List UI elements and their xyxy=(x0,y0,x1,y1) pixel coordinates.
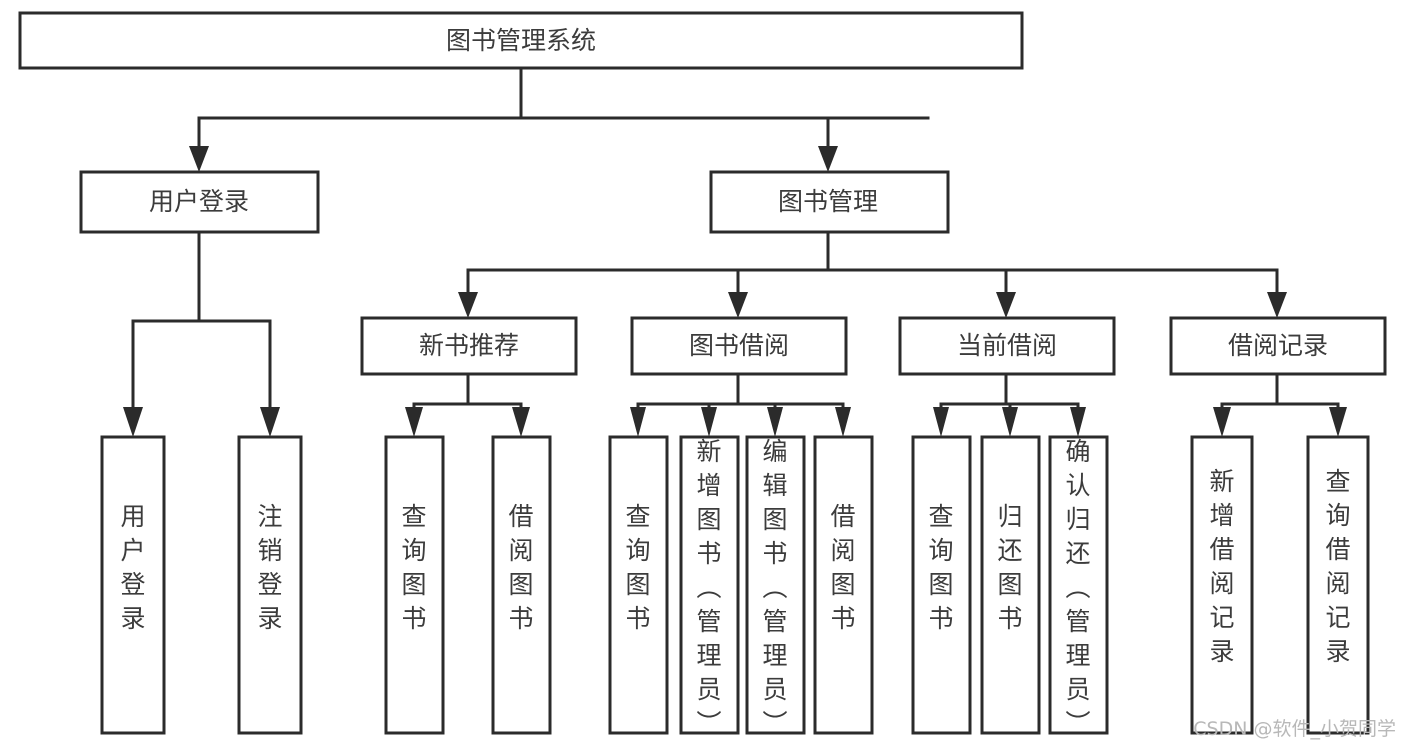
leaf-borrow-book-2-label: 借阅图书 xyxy=(830,502,855,633)
node-current-borrow-box[interactable] xyxy=(898,316,1116,376)
node-book-management[interactable]: 图书管理 xyxy=(709,170,950,234)
leaf-borrow-book-2[interactable]: 借阅图书 xyxy=(813,435,874,735)
node-current-borrow[interactable]: 当前借阅 xyxy=(898,316,1116,376)
leaf-query-record-label: 查询借阅记录 xyxy=(1325,467,1350,666)
node-new-book-recommend[interactable]: 新书推荐 xyxy=(360,316,578,376)
leaf-user-login-box[interactable] xyxy=(100,435,166,735)
node-user-login[interactable]: 用户登录 xyxy=(79,170,320,234)
arrowhead-icon-book-management xyxy=(818,146,838,172)
leaf-query-book-1-box[interactable] xyxy=(384,435,445,735)
node-book-borrow[interactable]: 图书借阅 xyxy=(630,316,848,376)
node-current-borrow-label: 当前借阅 xyxy=(957,331,1057,360)
arrowhead-icon-leaf-add-record xyxy=(1213,407,1231,437)
leaf-query-book-2-label: 查询图书 xyxy=(625,502,650,633)
leaf-query-record-box[interactable] xyxy=(1306,435,1370,735)
leaf-borrow-book-1-label: 借阅图书 xyxy=(508,502,533,633)
node-borrow-record-label: 借阅记录 xyxy=(1228,331,1328,360)
arrowhead-icon-current-borrow xyxy=(996,292,1016,318)
leaf-add-book-label: 新增图书︵管理员︶ xyxy=(696,437,721,738)
node-borrow-record[interactable]: 借阅记录 xyxy=(1169,316,1387,376)
leaf-query-record[interactable]: 查询借阅记录 xyxy=(1306,435,1370,735)
arrowhead-icon-book-borrow xyxy=(728,292,748,318)
arrowhead-icon-leaf-user-login xyxy=(123,407,143,437)
arrowhead-icon-leaf-borrow-book-2 xyxy=(835,407,851,437)
arrowhead-icon-new-book xyxy=(458,292,478,318)
node-new-book-recommend-label: 新书推荐 xyxy=(419,331,519,360)
arrowhead-icon-user-login xyxy=(189,146,209,172)
node-new-book-recommend-box[interactable] xyxy=(360,316,578,376)
leaf-user-login-label: 用户登录 xyxy=(120,502,145,633)
arrowhead-icon-leaf-return-book xyxy=(1002,407,1018,437)
leaf-edit-book-label: 编辑图书︵管理员︶ xyxy=(762,437,787,738)
arrowhead-icon-leaf-query-book-3 xyxy=(933,407,949,437)
node-book-management-box[interactable] xyxy=(709,170,950,234)
node-borrow-record-box[interactable] xyxy=(1169,316,1387,376)
node-user-login-label: 用户登录 xyxy=(149,187,249,216)
node-book-management-label: 图书管理 xyxy=(778,187,878,216)
arrowhead-layer xyxy=(123,146,1347,437)
leaf-query-book-2-box[interactable] xyxy=(608,435,669,735)
node-root-box[interactable] xyxy=(18,11,1024,70)
arrowhead-icon-leaf-query-book-1 xyxy=(405,407,423,437)
leaf-query-book-1[interactable]: 查询图书 xyxy=(384,435,445,735)
leaf-edit-book-box[interactable] xyxy=(745,435,806,735)
leaf-add-book-box[interactable] xyxy=(679,435,740,735)
arrowhead-icon-leaf-query-book-2 xyxy=(630,407,646,437)
arrowhead-icon-borrow-record xyxy=(1267,292,1287,318)
leaf-confirm-return-label: 确认归还︵管理员︶ xyxy=(1065,437,1090,738)
arrowhead-icon-leaf-edit-book xyxy=(767,407,783,437)
leaf-borrow-book-2-box[interactable] xyxy=(813,435,874,735)
leaf-confirm-return[interactable]: 确认归还︵管理员︶ xyxy=(1048,435,1109,738)
leaf-query-book-3-box[interactable] xyxy=(911,435,972,735)
leaf-confirm-return-box[interactable] xyxy=(1048,435,1109,735)
leaf-add-record-box[interactable] xyxy=(1190,435,1254,735)
csdn-watermark: CSDN @软件_小贺同学 xyxy=(1193,718,1396,740)
leaf-query-book-3[interactable]: 查询图书 xyxy=(911,435,972,735)
leaf-logout-login-label: 注销登录 xyxy=(257,502,282,633)
leaf-add-book[interactable]: 新增图书︵管理员︶ xyxy=(679,435,740,738)
arrowhead-icon-leaf-borrow-book-1 xyxy=(512,407,530,437)
leaf-return-book[interactable]: 归还图书 xyxy=(980,435,1041,735)
node-root[interactable]: 图书管理系统 xyxy=(18,11,1024,70)
leaf-return-book-box[interactable] xyxy=(980,435,1041,735)
leaf-query-book-2[interactable]: 查询图书 xyxy=(608,435,669,735)
leaf-logout-login[interactable]: 注销登录 xyxy=(237,435,303,735)
arrowhead-icon-leaf-add-book xyxy=(701,407,717,437)
leaf-edit-book[interactable]: 编辑图书︵管理员︶ xyxy=(745,435,806,738)
leaf-borrow-book-1-box[interactable] xyxy=(491,435,552,735)
leaf-add-record[interactable]: 新增借阅记录 xyxy=(1190,435,1254,735)
leaf-query-book-3-label: 查询图书 xyxy=(928,502,953,633)
node-book-borrow-box[interactable] xyxy=(630,316,848,376)
leaf-return-book-label: 归还图书 xyxy=(997,502,1022,633)
arrowhead-icon-leaf-logout-login xyxy=(260,407,280,437)
leaf-query-book-1-label: 查询图书 xyxy=(401,502,426,633)
node-book-borrow-label: 图书借阅 xyxy=(689,331,789,360)
arrowhead-icon-leaf-query-record xyxy=(1329,407,1347,437)
leaf-borrow-book-1[interactable]: 借阅图书 xyxy=(491,435,552,735)
node-user-login-box[interactable] xyxy=(79,170,320,234)
arrowhead-icon-leaf-confirm-return xyxy=(1070,407,1086,437)
leaf-user-login[interactable]: 用户登录 xyxy=(100,435,166,735)
leaf-logout-login-box[interactable] xyxy=(237,435,303,735)
leaf-add-record-label: 新增借阅记录 xyxy=(1209,467,1234,666)
node-root-label: 图书管理系统 xyxy=(446,26,596,55)
